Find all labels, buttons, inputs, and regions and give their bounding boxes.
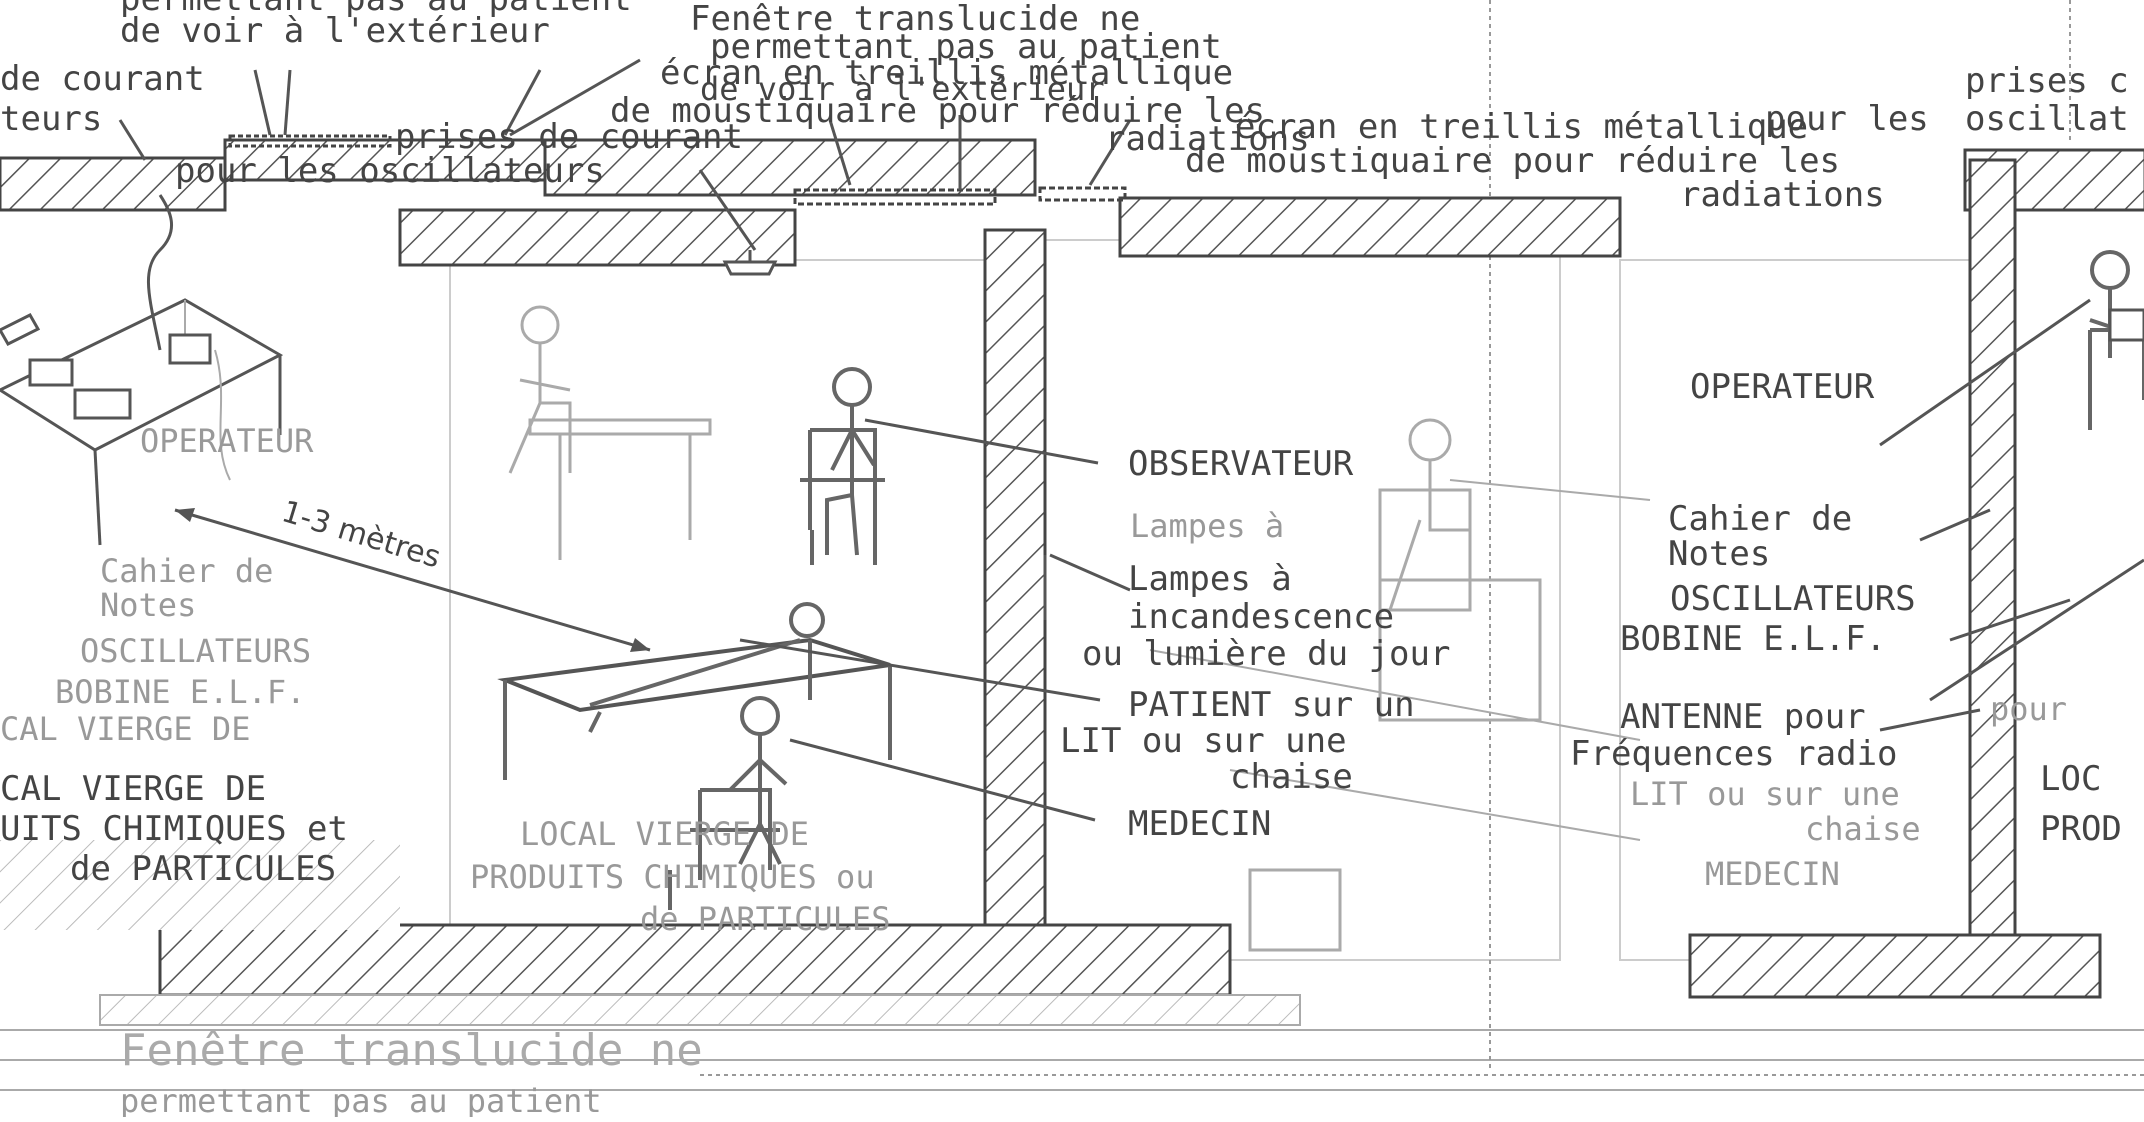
outlets-left-2: teurs <box>0 99 102 139</box>
antenne-line-2: Fréquences radio <box>1570 734 1898 774</box>
lamps-ghost-1: Lampes à <box>1130 507 1284 545</box>
operateur-right: OPERATEUR <box>1690 367 1875 407</box>
lamps-line-3: ou lumière du jour <box>1082 634 1450 674</box>
outlets-left-1: de courant <box>0 59 205 99</box>
label-bottom-window: Fenêtre translucide ne permettant pas au… <box>120 1025 703 1120</box>
label-top-window: permettant pas au patient de voir à l'ex… <box>120 0 1222 108</box>
top-window-line-1: permettant pas au patient <box>120 0 632 19</box>
local-right-1: LOC <box>2040 759 2101 799</box>
screen-right-line-2: de moustiquaire pour réduire les <box>1185 141 1840 181</box>
pour-right: pour <box>1990 690 2067 728</box>
operator-table <box>0 194 284 546</box>
patient-bed <box>497 602 892 780</box>
screen-line-3: radiations <box>1105 119 1310 159</box>
lamps-line-2: incandescence <box>1128 597 1394 637</box>
top-window-title: Fenêtre translucide ne <box>690 0 1140 39</box>
observateur-label: OBSERVATEUR <box>1128 444 1354 484</box>
bobine-right: BOBINE E.L.F. <box>1620 619 1886 659</box>
top-window-mid-2: de voir à l'extérieur <box>700 70 1105 108</box>
label-middle-room: OBSERVATEUR Lampes à Lampes à incandesce… <box>470 444 1450 938</box>
local-left-1: CAL VIERGE DE <box>0 769 266 809</box>
bottom-window-1: Fenêtre translucide ne <box>120 1025 703 1076</box>
cahier-right-2: Notes <box>1668 534 1770 574</box>
bottom-window-2: permettant pas au patient <box>120 1082 602 1117</box>
outlets-right-mid: pour les <box>1765 99 1929 139</box>
local-mid-1: LOCAL VIERGE DE <box>520 815 809 853</box>
screen-right-line-1: écran en treillis métallique <box>1235 107 1808 147</box>
osc-left: OSCILLATEURS <box>80 632 311 670</box>
operateur-left: OPERATEUR <box>140 422 314 460</box>
distance-arrow <box>174 508 651 652</box>
ghost-figures <box>508 305 1542 952</box>
outlets-mid-2: pour les oscillateurs <box>175 151 605 191</box>
local-left-2: UITS CHIMIQUES et <box>0 809 348 849</box>
local-left-3: de PARTICULES <box>70 849 336 889</box>
observer-figure <box>800 367 885 565</box>
label-mesh-screen: écran en treillis métallique de moustiqu… <box>610 53 1885 215</box>
leader-lines <box>118 58 2144 841</box>
outlets-mid-1: prises de courant <box>395 117 743 157</box>
mesh-screen <box>228 134 1127 206</box>
cahier-left-1: Cahier de <box>100 552 273 590</box>
medecin-label: MEDECIN <box>1128 804 1271 844</box>
screen-line-1: écran en treillis métallique <box>660 53 1233 93</box>
medecin-right: MEDECIN <box>1705 855 1840 893</box>
top-window-mid-1: permettant pas au patient <box>710 27 1222 67</box>
cahier-right-1: Cahier de <box>1668 499 1852 539</box>
local-mid-2: PRODUITS CHIMIQUES ou <box>470 858 875 896</box>
osc-right: OSCILLATEURS <box>1670 579 1916 619</box>
notebook <box>73 388 132 420</box>
patient-line-1: PATIENT sur un <box>1128 685 1415 725</box>
right-operator <box>2088 250 2144 430</box>
lit-right-1: LIT ou sur une <box>1630 775 1900 813</box>
antenne-line-1: ANTENNE pour <box>1620 697 1866 737</box>
lamps-line-1: Lampes à <box>1128 559 1292 599</box>
screen-line-2: de moustiquaire pour réduire les <box>610 91 1265 131</box>
label-outlets: de courant teurs prises de courant pour … <box>0 59 2129 191</box>
local-mid-3: de PARTICULES <box>640 900 890 938</box>
cahier-left-2: Notes <box>100 586 196 624</box>
top-window-line-2: de voir à l'extérieur <box>120 11 550 51</box>
patient-line-3: chaise <box>1230 757 1353 797</box>
label-left-area: OPERATEUR Cahier de Notes OSCILLATEURS B… <box>0 422 348 889</box>
bobine-left: BOBINE E.L.F. <box>55 673 305 711</box>
ceiling-lamp <box>722 250 778 276</box>
local-right-2: PROD <box>2040 809 2122 849</box>
patient-line-2: LIT ou sur une <box>1060 721 1347 761</box>
doctor-figure <box>668 696 788 910</box>
oscillator-box <box>168 333 212 365</box>
label-right-room: OPERATEUR Cahier de Notes OSCILLATEURS B… <box>1570 367 2122 893</box>
outlets-right-1: prises c <box>1965 61 2129 101</box>
walls <box>0 138 2144 1026</box>
local-left-ghost: CAL VIERGE DE <box>0 710 250 748</box>
screen-right-line-3: radiations <box>1680 175 1885 215</box>
lit-right-2: chaise <box>1805 810 1921 848</box>
outlets-right-2: oscillat <box>1965 99 2129 139</box>
